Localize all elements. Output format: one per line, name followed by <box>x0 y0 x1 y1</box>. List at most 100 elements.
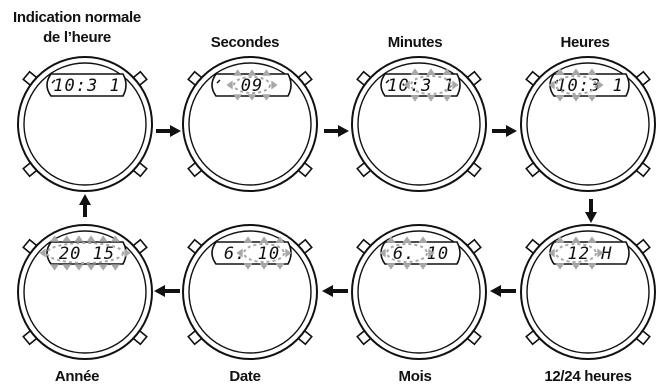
blink-marker-up <box>402 236 412 243</box>
blink-marker-up <box>426 68 436 75</box>
blink-marker-right <box>597 80 604 90</box>
lcd-window <box>46 241 127 265</box>
watch-bezel <box>188 62 312 186</box>
blink-marker-right <box>285 248 292 258</box>
label-12-24-heures: 12/24 heures <box>544 368 632 385</box>
blink-marker-up <box>587 68 597 75</box>
blink-marker-up <box>110 235 120 242</box>
blink-marker-down <box>110 264 120 271</box>
blink-marker-down <box>386 263 396 270</box>
blink-marker-up <box>261 69 271 76</box>
blink-marker-down <box>402 263 412 270</box>
blink-marker-down <box>233 94 243 101</box>
arrow-12-24-to-mois <box>490 285 516 297</box>
blink-marker-right <box>428 248 435 258</box>
blink-marker-up <box>243 236 253 243</box>
blink-marker-up <box>62 235 72 242</box>
highlight-outline <box>46 242 124 264</box>
blink-marker-up <box>259 236 269 243</box>
lcd-window <box>46 73 127 97</box>
blink-marker-left <box>548 248 555 258</box>
lcd-indicator <box>216 79 221 84</box>
blink-marker-left <box>548 80 555 90</box>
blink-marker-up <box>386 236 396 243</box>
watch-mode-1224: 12 H <box>520 224 656 360</box>
lcd-text: 12 H <box>568 244 613 264</box>
lcd-text: 10:3 1 <box>53 76 120 96</box>
label-annee: Année <box>54 368 100 385</box>
blink-marker-right <box>597 248 604 258</box>
blink-marker-right <box>271 80 278 90</box>
arrow-annee-to-normal <box>79 194 91 217</box>
blink-marker-down <box>275 263 285 270</box>
blink-marker-down <box>442 95 452 102</box>
arrow-normal-to-secondes <box>156 125 181 137</box>
highlight-all-digits <box>39 235 131 271</box>
blink-marker-up <box>571 236 581 243</box>
highlight-seconds <box>226 69 278 101</box>
label-minutes: Minutes <box>387 34 443 51</box>
lcd-window <box>211 73 292 97</box>
blink-marker-down <box>587 95 597 102</box>
watch-bezel <box>357 62 481 186</box>
blink-marker-up <box>86 235 96 242</box>
blink-marker-left <box>403 80 410 90</box>
watch-minutes: 10:3 1 <box>351 56 487 192</box>
arrow-minutes-to-heures <box>492 125 517 137</box>
lcd-indicator <box>385 79 390 84</box>
blink-marker-right <box>124 248 131 258</box>
blink-marker-left <box>379 248 386 258</box>
highlight-hours <box>548 68 604 102</box>
lcd-text: 20 15 <box>59 244 115 264</box>
watch-bezel <box>188 230 312 354</box>
arrow-mois-to-date <box>322 285 348 297</box>
blink-marker-up <box>233 69 243 76</box>
lcd-text: 10:3 1 <box>387 76 454 96</box>
highlight-outline <box>555 243 597 263</box>
watch-annee: 20 15 <box>17 224 153 360</box>
blink-marker-left <box>226 80 233 90</box>
blink-marker-up <box>98 235 108 242</box>
watch-secondes: 09 <box>182 56 318 192</box>
label-heures: Heures <box>560 34 610 51</box>
highlight-right-digits <box>236 236 292 270</box>
blink-marker-down <box>74 264 84 271</box>
blink-marker-up <box>74 235 84 242</box>
highlight-outline <box>243 243 285 263</box>
blink-marker-up <box>587 236 597 243</box>
blink-marker-up <box>50 235 60 242</box>
watches: 10:3 1 09 10:3 1 10:3 1 12 H 6. 10 6. 10 20 15 <box>17 56 656 360</box>
highlight-outline <box>386 243 428 263</box>
blink-marker-left <box>236 248 243 258</box>
highlight-outline <box>555 75 597 95</box>
watch-heures: 10:3 1 <box>520 56 656 192</box>
blink-marker-down <box>62 264 72 271</box>
blink-marker-up <box>555 68 565 75</box>
lcd-indicator <box>51 79 56 84</box>
blink-marker-up <box>247 69 257 76</box>
blink-marker-down <box>261 94 271 101</box>
watch-mois: 6. 10 <box>351 224 487 360</box>
lcd-text: 6. 10 <box>393 244 449 264</box>
label-mois: Mois <box>398 368 432 385</box>
watch-normal: 10:3 1 <box>17 56 153 192</box>
blink-marker-down <box>426 95 436 102</box>
blink-marker-down <box>50 264 60 271</box>
blink-marker-up <box>275 236 285 243</box>
blink-marker-down <box>247 94 257 101</box>
blink-marker-down <box>86 264 96 271</box>
watch-date: 6. 10 <box>182 224 318 360</box>
blink-marker-down <box>418 263 428 270</box>
highlight-left-digits <box>548 236 604 270</box>
watch-bezel <box>526 230 650 354</box>
watch-bezel <box>526 62 650 186</box>
blink-marker-up <box>418 236 428 243</box>
blink-marker-down <box>587 263 597 270</box>
lcd-window <box>549 241 630 265</box>
arrow-date-to-annee <box>154 285 180 297</box>
highlight-minutes <box>403 68 459 102</box>
highlight-outline <box>233 76 271 94</box>
blink-marker-down <box>259 263 269 270</box>
blink-marker-down <box>571 263 581 270</box>
watch-bezel <box>23 62 147 186</box>
